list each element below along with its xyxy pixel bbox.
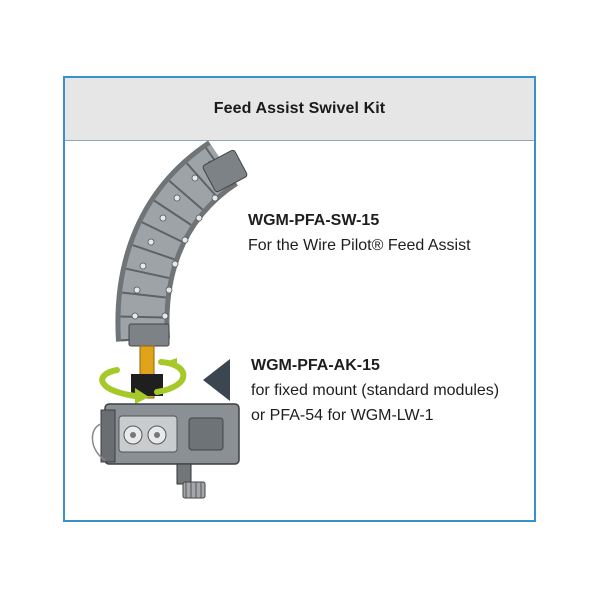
ak-kit-label: WGM-PFA-AK-15 for fixed mount (standard … (251, 353, 501, 428)
card-header: Feed Assist Swivel Kit (65, 78, 534, 141)
sw-kit-description: For the Wire Pilot® Feed Assist (248, 237, 471, 254)
rotation-arrowhead-icon (165, 358, 177, 368)
pointer-arrow-icon (203, 359, 230, 401)
cable-carrier-image (115, 140, 248, 347)
sw-kit-code: WGM-PFA-SW-15 (248, 212, 380, 229)
ak-kit-description: for fixed mount (standard modules) or PF… (251, 382, 500, 424)
product-card: Feed Assist Swivel Kit (63, 76, 536, 522)
ak-kit-code: WGM-PFA-AK-15 (251, 357, 380, 374)
feed-assist-motor-image (91, 403, 240, 499)
sw-kit-label: WGM-PFA-SW-15 For the Wire Pilot® Feed A… (248, 208, 518, 258)
rotation-arrowhead-icon (135, 388, 149, 404)
card-title: Feed Assist Swivel Kit (213, 100, 386, 117)
swivel-kit-illustration (91, 140, 248, 499)
